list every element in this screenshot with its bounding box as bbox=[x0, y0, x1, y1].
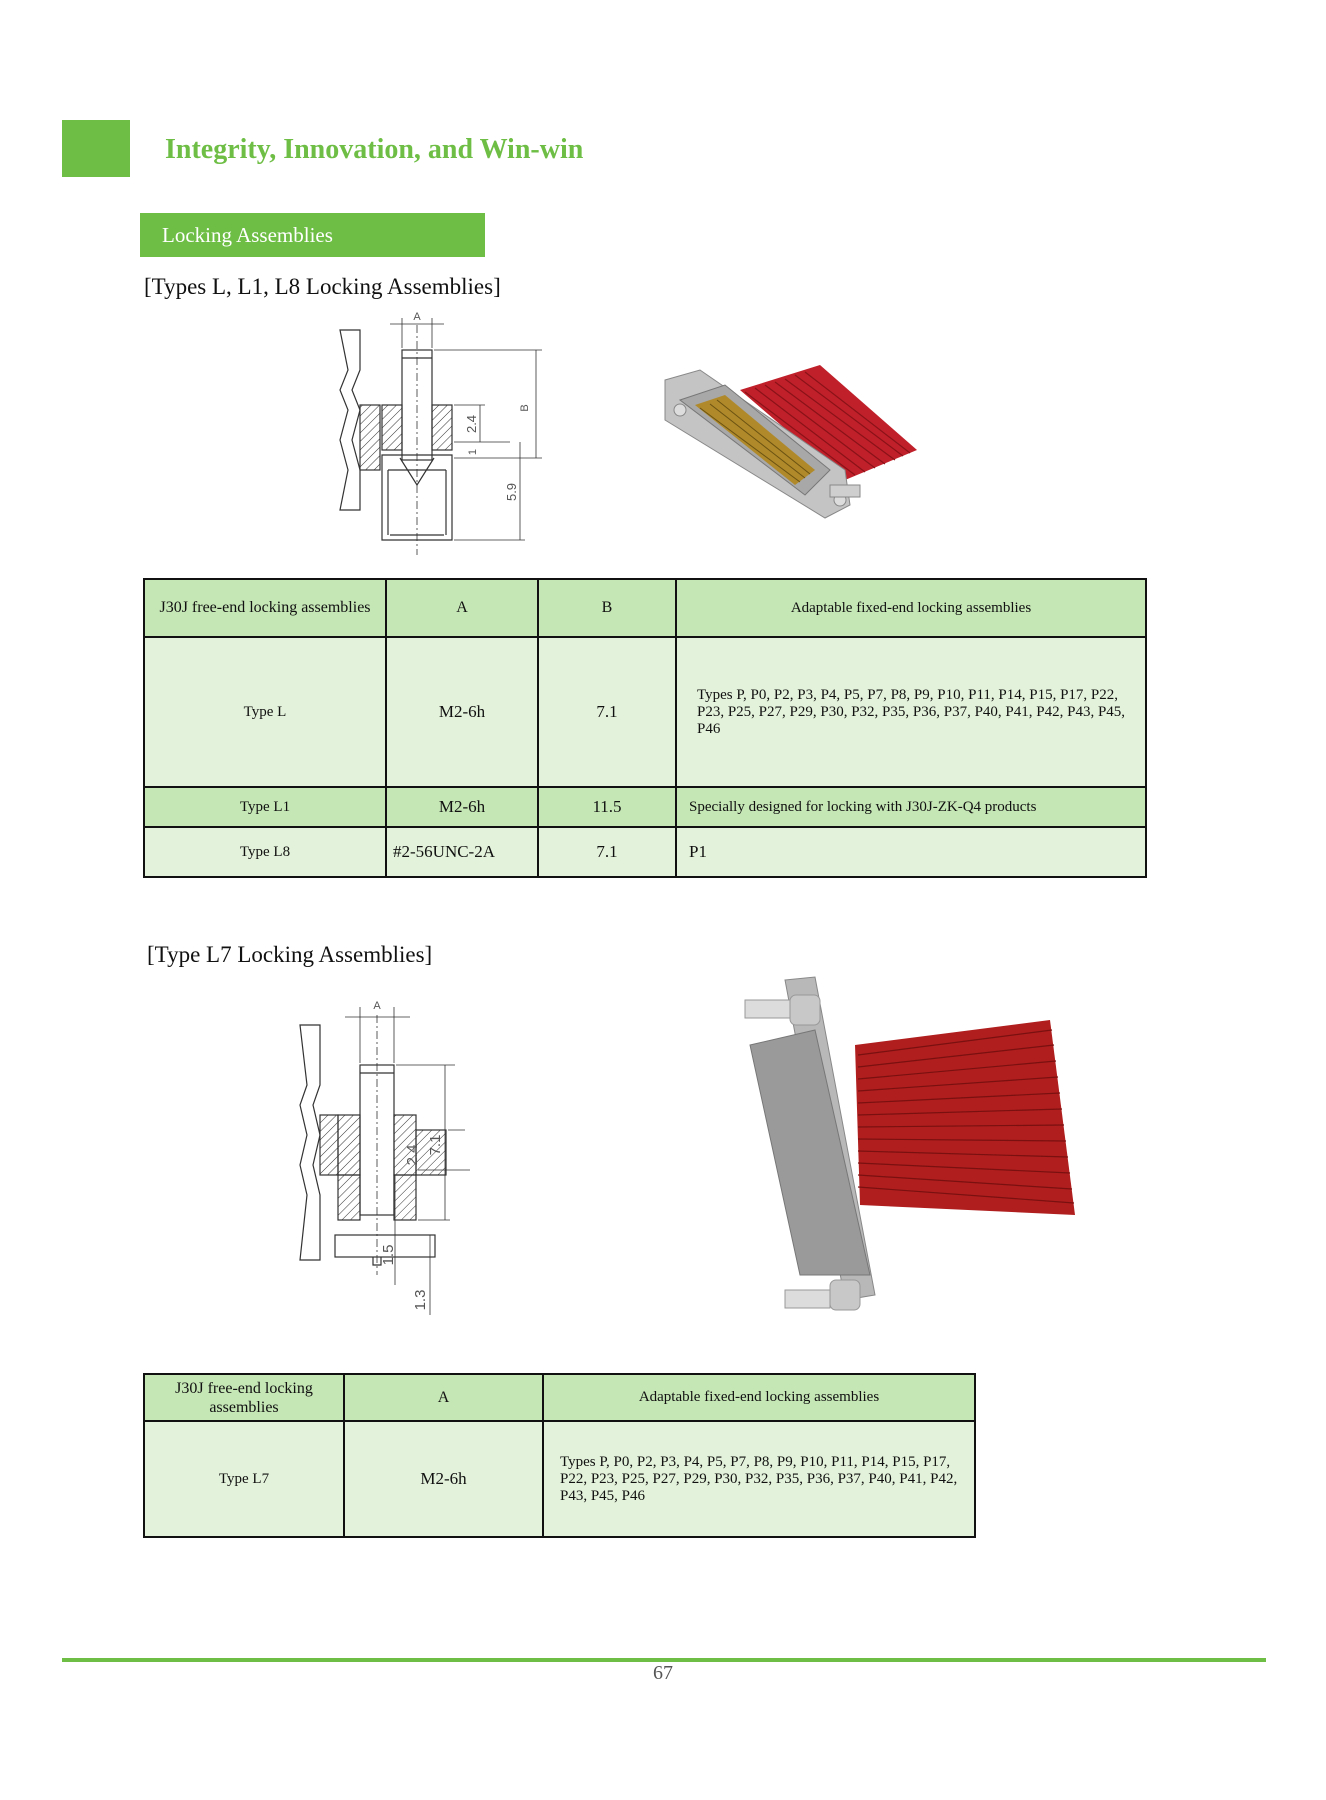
table1-header-a: A bbox=[385, 578, 539, 638]
table1-cell-compat: P1 bbox=[675, 826, 1147, 878]
section1-heading: [Types L, L1, L8 Locking Assemblies] bbox=[144, 274, 501, 299]
table-row: Type L M2-6h 7.1 Types P, P0, P2, P3, P4… bbox=[143, 636, 1147, 788]
connector-render-1 bbox=[664, 365, 917, 519]
table2-header-type: J30J free-end locking assemblies bbox=[143, 1373, 345, 1422]
table-row: Type L7 M2-6h Types P, P0, P2, P3, P4, P… bbox=[143, 1420, 976, 1538]
table2-cell-a: M2-6h bbox=[343, 1420, 544, 1538]
footer-divider bbox=[62, 1658, 1266, 1662]
table1-cell-a: M2-6h bbox=[385, 786, 539, 828]
table-row: Type L1 M2-6h 11.5 Specially designed fo… bbox=[143, 786, 1147, 828]
table1-header-b: B bbox=[537, 578, 677, 638]
table-row: Type L8 #2-56UNC-2A 7.1 P1 bbox=[143, 826, 1147, 878]
table1-header-compat: Adaptable fixed-end locking assemblies bbox=[675, 578, 1147, 638]
locking-assembly-drawing-2: A 2.4 7.1 1.5 1.3 bbox=[299, 1000, 470, 1315]
drawing1-label-b: B bbox=[519, 404, 531, 411]
table1-cell-b: 11.5 bbox=[537, 786, 677, 828]
table1-cell-b: 7.1 bbox=[537, 636, 677, 788]
table2-cell-compat: Types P, P0, P2, P3, P4, P5, P7, P8, P9,… bbox=[542, 1420, 976, 1538]
page-number: 67 bbox=[653, 1662, 673, 1684]
table1-cell-b: 7.1 bbox=[537, 826, 677, 878]
table2-header-a: A bbox=[343, 1373, 544, 1422]
drawing2-dim-1-5: 1.5 bbox=[380, 1245, 397, 1266]
table1-cell-type: Type L8 bbox=[143, 826, 387, 878]
table2-header-compat: Adaptable fixed-end locking assemblies bbox=[542, 1373, 976, 1422]
section-badge: Locking Assemblies bbox=[140, 213, 485, 257]
drawing2-dim-1-3: 1.3 bbox=[412, 1290, 429, 1311]
table2-cell-type: Type L7 bbox=[143, 1420, 345, 1538]
table1-cell-a: #2-56UNC-2A bbox=[385, 826, 539, 878]
header-accent-square bbox=[62, 120, 130, 177]
table1-cell-compat: Types P, P0, P2, P3, P4, P5, P7, P8, P9,… bbox=[675, 636, 1147, 788]
table1-cell-type: Type L bbox=[143, 636, 387, 788]
drawing1-dim-1: 1 bbox=[467, 449, 479, 455]
locking-assemblies-table-1: J30J free-end locking assemblies A B Ada… bbox=[143, 578, 1147, 878]
locking-assembly-drawing-1: A B 2.4 1 5.9 bbox=[339, 311, 542, 555]
drawing2-dim-2-4: 2.4 bbox=[404, 1145, 421, 1166]
drawing2-label-a: A bbox=[373, 1000, 381, 1012]
drawing1-dim-2-4: 2.4 bbox=[464, 415, 479, 433]
drawing2-dim-7-1: 7.1 bbox=[427, 1135, 444, 1156]
locking-assemblies-table-2: J30J free-end locking assemblies A Adapt… bbox=[143, 1373, 976, 1538]
table1-header-type: J30J free-end locking assemblies bbox=[143, 578, 387, 638]
table1-cell-a: M2-6h bbox=[385, 636, 539, 788]
drawing1-label-a: A bbox=[413, 311, 421, 323]
section2-heading: [Type L7 Locking Assemblies] bbox=[147, 942, 433, 967]
table1-cell-compat: Specially designed for locking with J30J… bbox=[675, 786, 1147, 828]
header-title: Integrity, Innovation, and Win-win bbox=[165, 134, 584, 165]
connector-render-2 bbox=[744, 976, 1075, 1311]
drawing1-dim-5-9: 5.9 bbox=[504, 483, 519, 501]
table1-cell-type: Type L1 bbox=[143, 786, 387, 828]
